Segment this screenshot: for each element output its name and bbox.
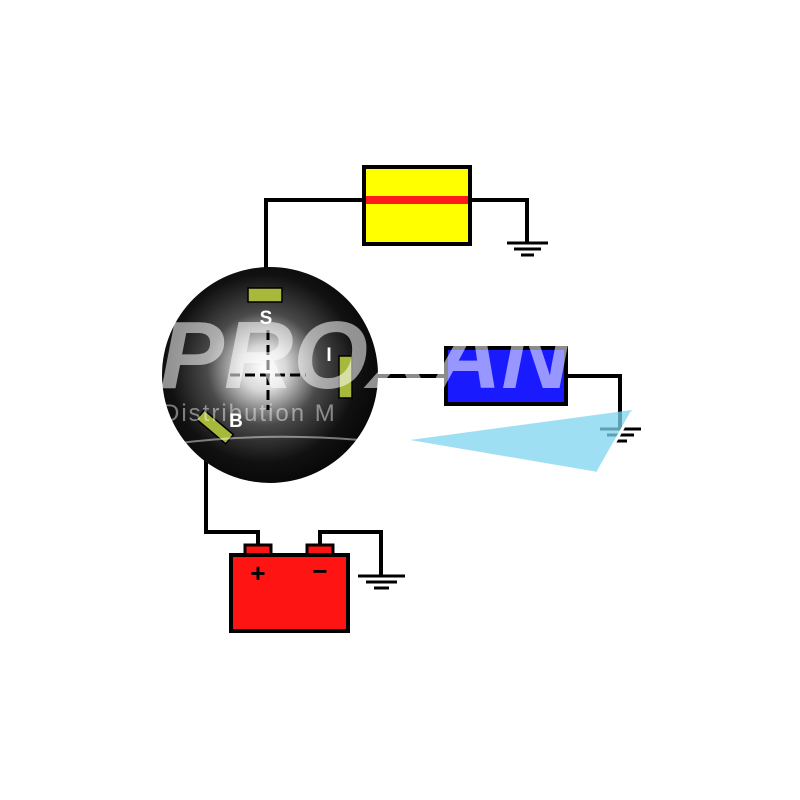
ignition-box (444, 346, 568, 406)
battery-negative-wire (318, 530, 383, 575)
terminal-i (338, 355, 353, 399)
ground-symbol-battery (358, 574, 405, 590)
battery-negative-sign: − (312, 556, 327, 586)
switch-crosshair (230, 330, 306, 410)
watermark-underline (171, 435, 361, 445)
ignition-switch: S I B (162, 267, 378, 483)
watermark: PROXAN Distribution M (160, 302, 634, 473)
starter-ground-wire (470, 198, 529, 242)
terminal-s-label: S (260, 308, 273, 329)
watermark-swoosh (410, 410, 632, 472)
terminal-i-label: I (326, 345, 331, 366)
battery-body (229, 553, 350, 633)
terminal-b-label: B (229, 411, 243, 432)
starter-box (362, 165, 472, 246)
terminal-s (247, 287, 283, 303)
watermark-tagline: Distribution M (162, 400, 337, 427)
battery-positive-wire (204, 458, 260, 548)
terminal-b (195, 409, 235, 445)
ignition-component (444, 346, 568, 406)
ignition-ground-wire (566, 374, 622, 428)
watermark-brand: PROXAN (160, 302, 572, 409)
watermark-swoosh-edge (596, 411, 634, 473)
battery-positive-sign: + (250, 558, 265, 588)
starter-component (362, 165, 472, 246)
starter-wire (264, 198, 364, 272)
battery: + − (229, 543, 350, 633)
starter-stripe (366, 196, 468, 204)
ground-symbol-starter (507, 241, 548, 257)
